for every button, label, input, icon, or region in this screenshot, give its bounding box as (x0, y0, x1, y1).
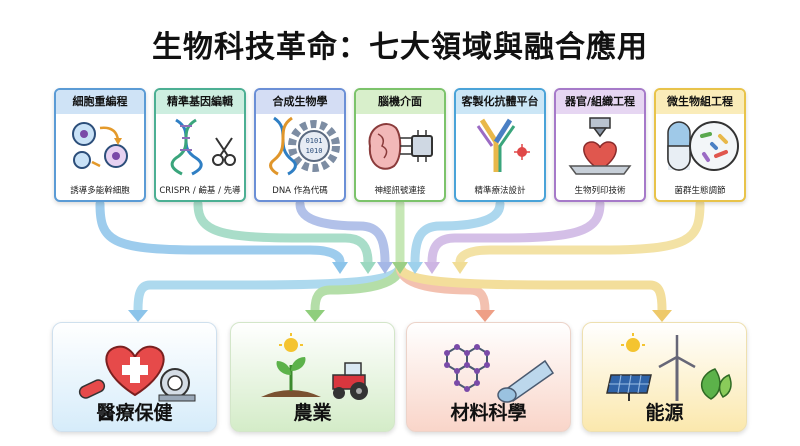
domain-card-microbiome: 微生物組工程 菌群生態調節 (654, 88, 746, 202)
application-label: 能源 (645, 402, 684, 424)
domain-title: 精準基因編輯 (156, 90, 244, 114)
domain-title: 細胞重編程 (56, 90, 144, 114)
antibody-icon (476, 118, 530, 172)
domain-subtitle: 神經訊號連接 (374, 186, 426, 196)
agriculture-icon (261, 333, 368, 400)
energy-icon (606, 333, 732, 401)
domain-card-antibody-platform: 客製化抗體平台 精準療法設計 (454, 88, 546, 202)
domain-card-synthetic-biology: 合成生物學 0101 1010 DNA 作為代碼 (254, 88, 346, 202)
dna-gear-icon: 0101 1010 (269, 116, 340, 176)
application-energy: 能源 (582, 322, 747, 432)
domain-subtitle: 誘導多能幹細胞 (70, 186, 130, 196)
domain-subtitle: 精準療法設計 (474, 186, 526, 196)
application-label: 農業 (293, 402, 332, 424)
domain-card-brain-computer-interface: 腦機介面 神經訊號連接 (354, 88, 446, 202)
application-label: 醫療保健 (96, 402, 173, 424)
domain-subtitle: DNA 作為代碼 (272, 186, 328, 196)
application-healthcare: 醫療保健 (52, 322, 217, 432)
domain-card-tissue-engineering: 器官/組織工程 生物列印技術 (554, 88, 646, 202)
application-agriculture: 農業 (230, 322, 395, 432)
diagram-title: 生物科技革命：七大領域與融合應用 (152, 30, 648, 65)
domain-subtitle: CRISPR / 鹼基 / 先導 (159, 186, 241, 196)
application-label: 材料科學 (450, 402, 527, 424)
domain-title: 微生物組工程 (656, 90, 744, 114)
domain-title: 腦機介面 (356, 90, 444, 114)
domain-title: 合成生物學 (256, 90, 344, 114)
dna-scissors-icon (170, 118, 236, 176)
svg-text:0101: 0101 (306, 137, 323, 145)
domain-title: 客製化抗體平台 (456, 90, 544, 114)
healthcare-icon (78, 345, 196, 402)
bioprinted-heart-icon (568, 117, 632, 175)
brain-chip-icon (368, 123, 433, 170)
domain-card-gene-editing: 精準基因編輯 CRISPR / 鹼基 / 先導 (154, 88, 246, 202)
microbiome-icon (667, 121, 739, 171)
svg-text:1010: 1010 (306, 147, 323, 155)
domain-subtitle: 生物列印技術 (574, 186, 626, 196)
application-materials-science: 材料科學 (406, 322, 571, 432)
materials-icon (444, 344, 555, 403)
domain-subtitle: 菌群生態調節 (674, 186, 726, 196)
domain-card-cell-reprogramming: 細胞重編程 誘導多能幹細胞 (54, 88, 146, 202)
domain-title: 器官/組織工程 (556, 90, 644, 114)
cell-reprogramming-icon (72, 122, 128, 169)
